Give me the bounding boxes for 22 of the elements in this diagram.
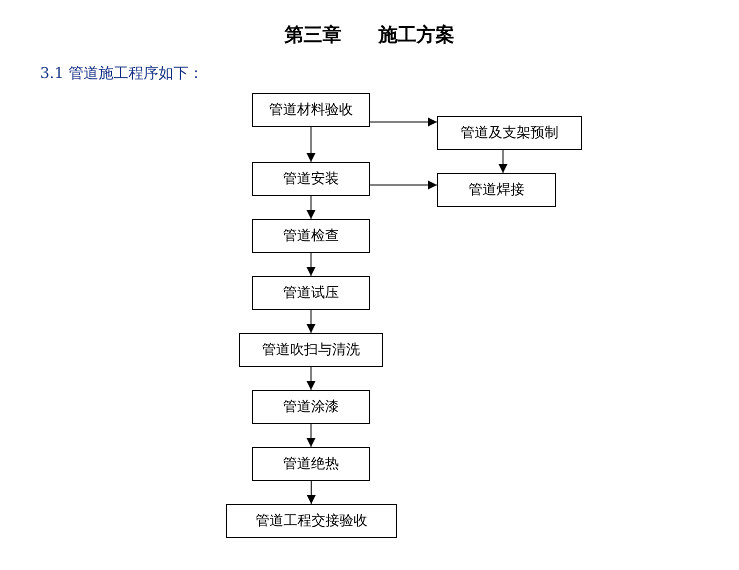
arrow: [498, 150, 508, 174]
process-box: 管道工程交接验收: [226, 504, 397, 538]
process-box: 管道绝热: [252, 447, 370, 481]
arrow: [370, 118, 438, 126]
arrow: [306, 480, 316, 504]
arrow: [306, 366, 316, 390]
arrow: [306, 310, 316, 334]
process-box: 管道及支架预制: [437, 116, 582, 150]
arrow: [306, 252, 316, 276]
process-box: 管道试压: [252, 276, 370, 310]
section-heading: 3.1 管道施工程序如下：: [40, 64, 204, 83]
process-box: 管道焊接: [437, 173, 556, 207]
arrow: [306, 424, 316, 448]
chapter-title: 第三章 施工方案: [283, 23, 456, 48]
process-box: 管道涂漆: [252, 390, 370, 424]
arrow: [370, 180, 438, 190]
arrow: [306, 196, 316, 220]
process-box: 管道检查: [252, 219, 370, 253]
process-box: 管道安装: [252, 162, 370, 196]
process-box: 管道吹扫与清洗: [239, 333, 383, 367]
process-box: 管道材料验收: [252, 93, 370, 127]
arrow: [306, 126, 316, 162]
